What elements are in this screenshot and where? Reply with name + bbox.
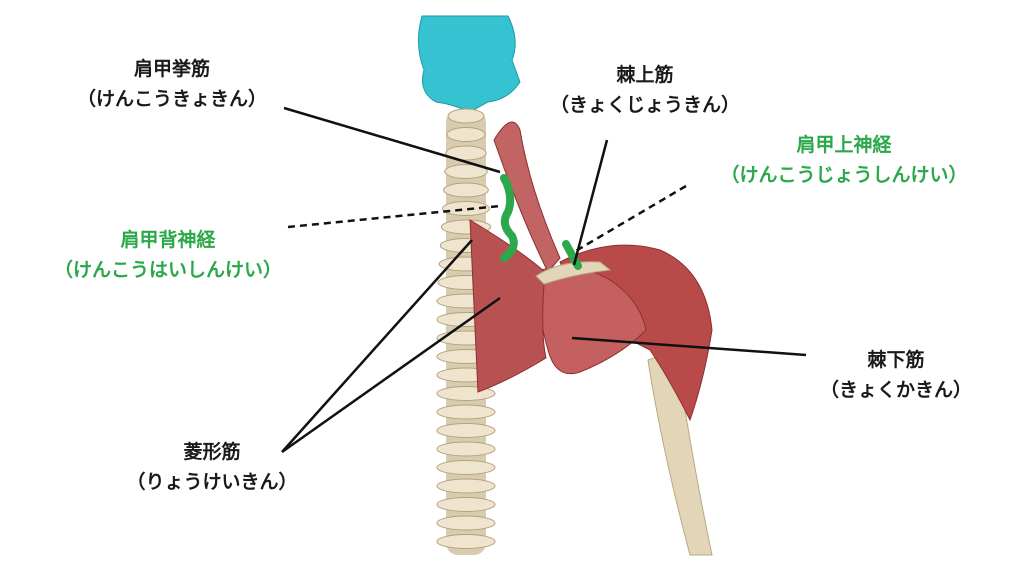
- vertebra: [436, 478, 496, 494]
- vertebra: [447, 108, 485, 124]
- rhomboid-reading: （りょうけいきん）: [126, 471, 298, 493]
- levator-scapulae-name: 肩甲挙筋: [133, 58, 211, 80]
- vertebra: [436, 404, 496, 420]
- label-levator-scapulae: 肩甲挙筋 （けんこうきょきん）: [77, 54, 267, 114]
- leader-rhomboid-upper: [281, 239, 473, 453]
- levator-scapulae-muscle: [493, 121, 561, 273]
- infraspinatus-muscle: [538, 267, 647, 375]
- suprascapular-nerve-mark: [562, 240, 582, 270]
- supraspinatus-reading: （きょくじょうきん）: [549, 94, 741, 116]
- label-supraspinatus: 棘上筋 （きょくじょうきん）: [550, 60, 740, 120]
- leader-supraspinatus: [572, 139, 609, 266]
- supraspinatus-name: 棘上筋: [616, 64, 674, 86]
- leader-suprascapular-nerve: [573, 184, 687, 254]
- label-rhomboid: 菱形筋 （りょうけいきん）: [126, 437, 297, 497]
- label-infraspinatus: 棘下筋 （きょくかきん）: [820, 345, 972, 405]
- vertebra: [436, 515, 496, 531]
- dorsal-scapular-nerve-mark: [500, 174, 518, 262]
- levator-scapulae-reading: （けんこうきょきん）: [76, 88, 268, 110]
- rhomboid-name: 菱形筋: [183, 441, 241, 463]
- vertebra: [436, 441, 496, 457]
- suprascapular-nerve-name: 肩甲上神経: [796, 134, 892, 156]
- skull-base: [418, 15, 521, 113]
- rhomboid-muscle: [469, 219, 547, 393]
- leader-infraspinatus: [571, 336, 807, 357]
- vertebra: [442, 201, 490, 216]
- leader-levator-scapulae: [283, 106, 501, 174]
- infraspinatus-reading: （きょくかきん）: [819, 379, 973, 401]
- dorsal-scapular-nerve-reading: （けんこうはいしんけい）: [53, 259, 283, 281]
- vertebra: [436, 534, 496, 549]
- vertebra: [446, 127, 486, 142]
- scapular-spine: [535, 261, 612, 285]
- dorsal-scapular-nerve-name: 肩甲背神経: [120, 229, 216, 251]
- infraspinatus-name: 棘下筋: [867, 349, 925, 371]
- label-suprascapular-nerve: 肩甲上神経 （けんこうじょうしんけい）: [720, 130, 967, 190]
- vertebra: [445, 145, 487, 161]
- vertebra: [444, 164, 488, 179]
- vertebra: [436, 423, 496, 438]
- vertebra: [436, 497, 496, 512]
- suprascapular-nerve-reading: （けんこうじょうしんけい）: [720, 164, 968, 186]
- vertebra: [436, 460, 496, 475]
- leader-rhomboid-lower: [281, 296, 501, 454]
- vertebra: [443, 182, 489, 198]
- label-dorsal-scapular-nerve: 肩甲背神経 （けんこうはいしんけい）: [54, 225, 282, 285]
